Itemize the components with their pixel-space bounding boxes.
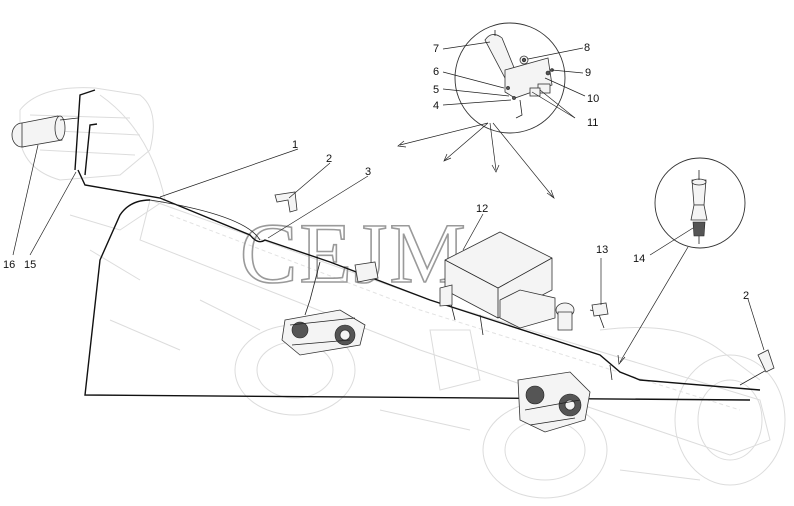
callout-14: 14: [633, 253, 645, 265]
callout-8: 8: [584, 42, 590, 54]
callout-6: 6: [433, 66, 439, 78]
junction-block: [354, 231, 575, 331]
callout-12: 12: [476, 203, 488, 215]
watermark-text: СЕЈМ: [240, 205, 468, 301]
bracket-2a: [274, 191, 298, 213]
callout-2-front: 2: [326, 153, 332, 165]
rear-lamp-assembly: [11, 115, 79, 148]
callout-3: 3: [365, 166, 371, 178]
callout-16: 16: [3, 259, 15, 271]
callout-10: 10: [587, 93, 599, 105]
callout-labels: 1 2 2 3 4 5 6 7 8 9 10 11 12 13 14 15 16: [3, 42, 749, 302]
main-wire-harness: [74, 89, 771, 406]
front-axle-component: [281, 309, 366, 356]
callout-2-rear: 2: [743, 290, 749, 302]
callout-4: 4: [433, 100, 439, 112]
callout-15: 15: [24, 259, 36, 271]
detail-arrows: [397, 122, 689, 365]
detail-view-bracket: [454, 22, 566, 134]
detail-view-sensor: [654, 157, 746, 249]
rear-axle-component: [517, 371, 591, 433]
callout-5: 5: [433, 84, 439, 96]
leader-lines: [12, 41, 765, 351]
callout-9: 9: [585, 67, 591, 79]
connector-13: [591, 302, 609, 317]
callout-7: 7: [433, 43, 439, 55]
callout-13: 13: [596, 244, 608, 256]
bracket-2b: [757, 349, 775, 373]
callout-11: 11: [587, 117, 598, 129]
callout-1: 1: [292, 139, 298, 151]
